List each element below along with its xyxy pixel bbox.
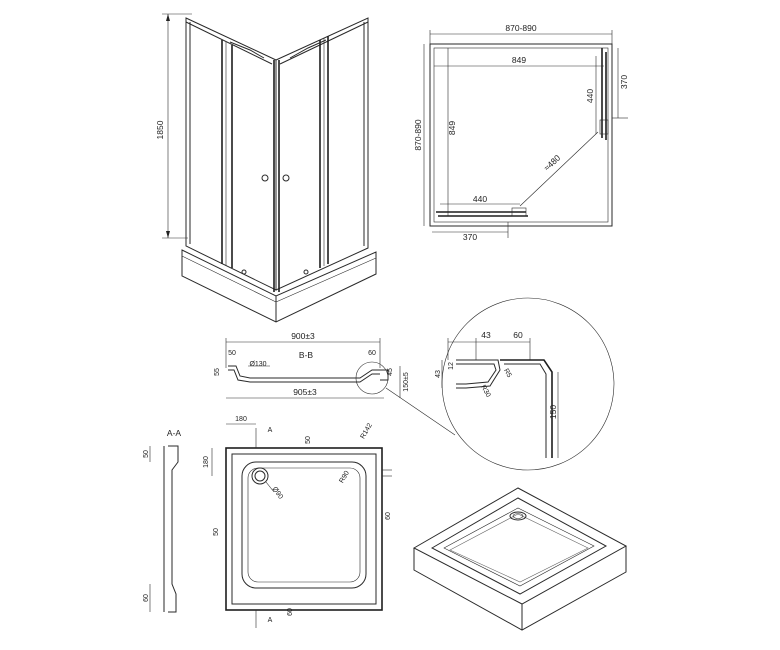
edge-detail-view: 43 60 43 12 R5 R30 150 [435, 297, 615, 471]
elevation-height-label: 1850 [155, 120, 165, 139]
aa-title: A-A [167, 428, 182, 438]
detail-43-top: 43 [481, 330, 491, 340]
aa-bottom-dim: 60 [143, 594, 150, 602]
plan-door-offset-h: 370 [463, 232, 477, 242]
detail-12-left: 12 [448, 362, 455, 370]
tray-180-left: 180 [203, 456, 210, 468]
bb-bottom-width: 905±3 [293, 387, 317, 397]
detail-r5: R5 [502, 368, 513, 379]
aa-top-dim: 50 [143, 450, 150, 458]
detail-43-left: 43 [435, 370, 442, 378]
bb-drain: Ø130 [249, 361, 266, 368]
detail-150: 150 [548, 405, 558, 419]
tray-r142: R142 [359, 422, 373, 440]
enclosure-plan-view: 870-890 849 870-890 849 440 370 440 370 … [413, 23, 629, 242]
plan-inner-depth: 849 [447, 121, 457, 135]
tray-bottom-60: 60 [287, 608, 294, 616]
enclosure-elevation-view: 1850 [155, 13, 377, 323]
bb-title: B-B [299, 350, 314, 360]
plan-door-offset-v: 370 [619, 75, 629, 89]
tray-isometric-view [412, 487, 628, 631]
tray-right-60: 60 [385, 512, 392, 520]
tray-drain: Ø90 [271, 486, 284, 501]
tray-section-a-bottom: A [268, 617, 273, 624]
plan-door-length-v: 440 [585, 89, 595, 103]
tray-r90: R90 [338, 470, 351, 485]
detail-60-top: 60 [513, 330, 523, 340]
bb-left-lip: 50 [228, 350, 236, 357]
plan-overall-depth: 870-890 [413, 119, 423, 150]
tray-top-50: 50 [305, 436, 312, 444]
plan-overall-width: 870-890 [505, 23, 536, 33]
plan-diagonal: ≈480 [542, 153, 563, 173]
bb-height: 150±5 [403, 372, 410, 392]
tray-left-50: 50 [213, 528, 220, 536]
bb-top-width: 900±3 [291, 331, 315, 341]
bb-small-right: 45 [387, 368, 394, 376]
plan-inner-width: 849 [512, 55, 526, 65]
tray-180-top: 180 [235, 416, 247, 423]
bb-right-lip: 60 [368, 350, 376, 357]
bb-small-left: 55 [214, 368, 221, 376]
plan-door-length-h: 440 [473, 194, 487, 204]
tray-section-a-top: A [268, 427, 273, 434]
tray-plan-view: Ø90 A A 180 180 50 R142 R90 60 50 60 [203, 416, 392, 628]
section-aa-view: A-A 50 60 [143, 428, 182, 613]
section-bb-view: 900±3 B-B 50 60 Ø130 55 45 905±3 150±5 [214, 331, 456, 436]
